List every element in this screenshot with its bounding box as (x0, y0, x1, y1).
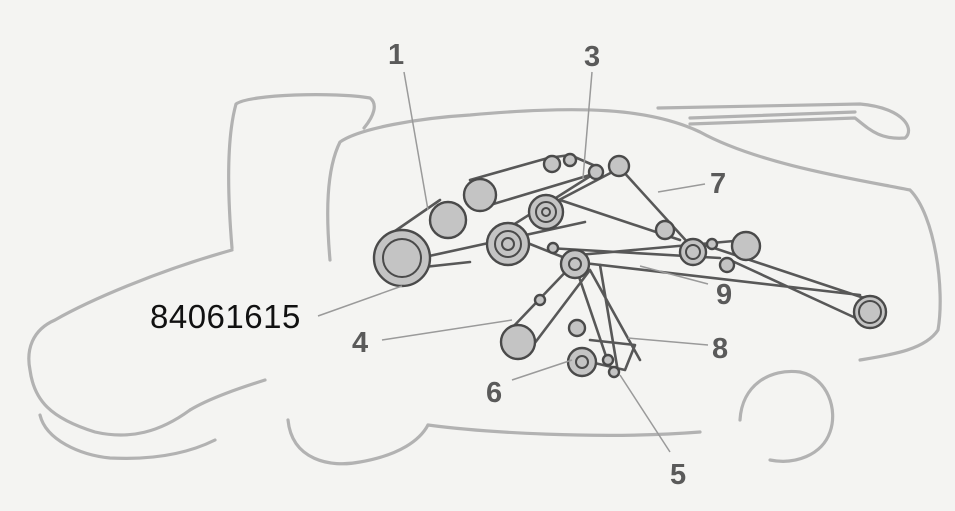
feeder-outline (188, 378, 267, 412)
leader-9 (639, 265, 709, 285)
callout-4: 4 (352, 327, 368, 359)
pulley-r (678, 237, 708, 267)
callout-8: 8 (712, 333, 728, 365)
leader-6 (511, 359, 573, 381)
leader-3 (582, 71, 593, 179)
callout-3: 3 (584, 41, 600, 73)
pulley-h (607, 154, 631, 178)
unloader-tube-inner (688, 110, 857, 120)
pulley-j (546, 241, 560, 255)
pulley-c (485, 221, 531, 267)
leader-part-number (317, 285, 403, 317)
leader-5 (619, 374, 671, 453)
pulley-n-ring (575, 355, 589, 369)
pulleys (372, 152, 888, 379)
lower-body-outline (426, 423, 702, 437)
pulley-b (462, 177, 498, 213)
rear-wheel-outline (738, 369, 835, 463)
machine-outline (27, 93, 942, 466)
pulley-main-ring (382, 238, 422, 278)
pulley-d (527, 193, 565, 231)
pulley-rear-end-ring (858, 300, 882, 324)
header-lip (38, 413, 217, 460)
leader-1 (403, 71, 429, 211)
pulley-c-ring (494, 230, 522, 258)
unloader-tube-outline (656, 102, 911, 140)
front-wheel-outline (286, 418, 430, 466)
pulley-s (705, 237, 719, 251)
callout-5: 5 (670, 459, 686, 491)
pulley-i-ring (568, 257, 582, 271)
pulley-g (587, 163, 605, 181)
pulley-t (718, 256, 736, 274)
leader-8 (627, 337, 709, 346)
callout-6: 6 (486, 377, 502, 409)
body-top-outline (326, 108, 942, 362)
belt-system (376, 153, 872, 374)
pulley-f (562, 152, 578, 168)
pulley-k (533, 293, 547, 307)
leader-7 (657, 183, 706, 193)
header-outline (27, 248, 234, 437)
callout-7: 7 (710, 168, 726, 200)
pulley-q (654, 219, 676, 241)
pulley-c-core (501, 237, 515, 251)
cab-outline (227, 93, 376, 250)
pulley-o (601, 353, 615, 367)
pulley-l (499, 323, 537, 361)
callout-9: 9 (716, 279, 732, 311)
part-number-label: 84061615 (150, 298, 301, 335)
pulley-d-ring (535, 201, 557, 223)
pulley-m (567, 318, 587, 338)
callout-1: 1 (388, 39, 404, 71)
leader-4 (381, 319, 513, 341)
pulley-d-core (541, 207, 551, 217)
pulley-e (542, 154, 562, 174)
belt-long-rear (573, 238, 872, 322)
pulley-a (428, 200, 468, 240)
pulley-n (566, 346, 598, 378)
pulley-i (559, 248, 591, 280)
pulley-p (607, 365, 621, 379)
pulley-u (730, 230, 762, 262)
pulley-r-ring (685, 244, 701, 260)
leader-lines (317, 71, 709, 453)
callout-labels: 1 3 7 9 4 8 6 5 (352, 39, 732, 491)
